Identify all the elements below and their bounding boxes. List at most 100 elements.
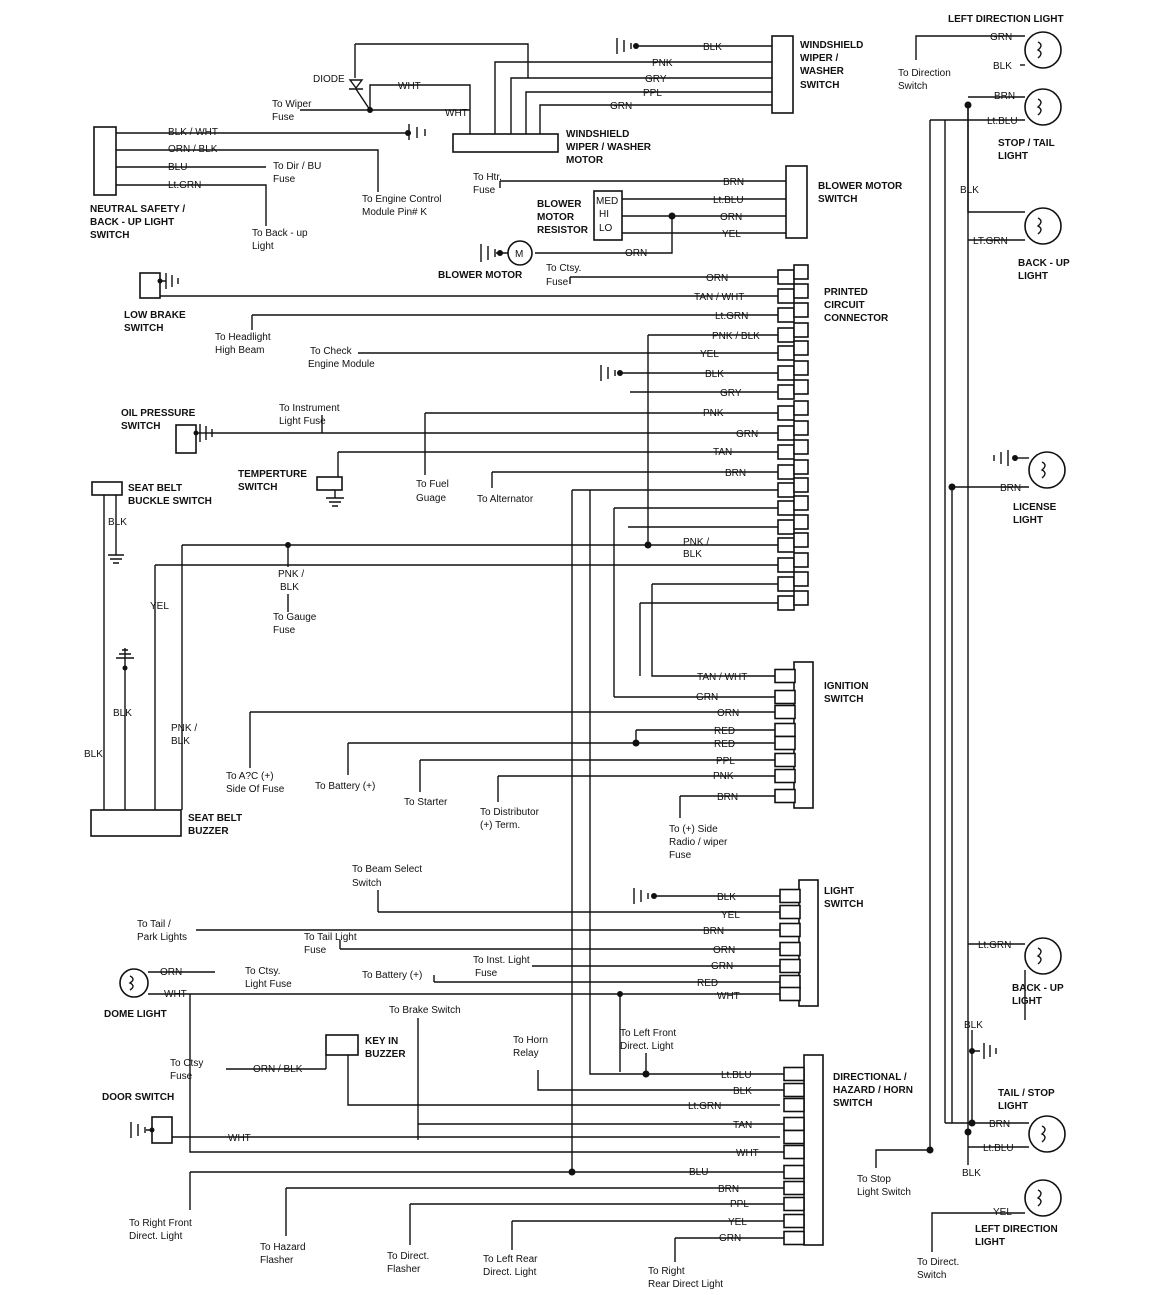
- to-battery-ls-note: To Battery (+): [362, 970, 422, 981]
- wire-label: YEL: [993, 1207, 1012, 1218]
- svg-text:Light Fuse: Light Fuse: [245, 979, 292, 990]
- connector-pin: [793, 495, 809, 511]
- key-in-buzzer-label: KEY IN: [365, 1036, 398, 1047]
- connector-pin: [793, 302, 809, 318]
- connector-pin: [777, 425, 795, 441]
- to-stop-light-switch-note: To Stop: [857, 1174, 891, 1185]
- connector-pin: [774, 735, 796, 751]
- svg-text:LIGHT: LIGHT: [998, 151, 1028, 162]
- diode-label: DIODE: [313, 74, 345, 85]
- svg-text:SWITCH: SWITCH: [833, 1098, 872, 1109]
- connector-pin: [783, 1164, 805, 1180]
- connector-pin: [793, 571, 809, 587]
- to-left-front-note: To Left Front: [620, 1028, 676, 1039]
- to-headlight-note: To Headlight: [215, 332, 271, 343]
- wire-label: RED: [697, 978, 718, 989]
- blower-motor-section: BLOWER MOTOR SWITCH To Htr. Fuse BRN Lt.…: [438, 165, 903, 281]
- connector-pin: [783, 1129, 805, 1145]
- ignition-switch-label: IGNITION: [824, 681, 868, 692]
- back-up-light-top-bulb: [1024, 207, 1062, 245]
- wire-label: Lt.GRN: [715, 311, 748, 322]
- ignition-section: IGNITION SWITCH TAN / WHT GRN ORN To A?C…: [226, 584, 868, 861]
- to-horn-relay-note: To Horn: [513, 1035, 548, 1046]
- svg-text:Flasher: Flasher: [387, 1264, 421, 1275]
- connector-pin: [793, 590, 809, 606]
- left-direction-light-bottom-label: LEFT DIRECTION: [975, 1224, 1058, 1235]
- wire-label: TAN: [733, 1120, 752, 1131]
- connector-pin: [777, 595, 795, 611]
- wire-label: PNK / BLK: [712, 331, 760, 342]
- svg-text:Radio / wiper: Radio / wiper: [669, 837, 728, 848]
- wire-label: Lt.BLU: [713, 195, 744, 206]
- to-side-radio-note: To (+) Side: [669, 824, 718, 835]
- to-instrument-light-fuse-note: To Instrument: [279, 403, 340, 414]
- wire-label: BLK: [993, 61, 1012, 72]
- svg-text:SWITCH: SWITCH: [121, 421, 160, 432]
- neutral-safety-section: NEUTRAL SAFETY / BACK - UP LIGHT SWITCH …: [90, 124, 442, 252]
- svg-text:M: M: [515, 249, 523, 260]
- left-direction-light-bottom-bulb: [1024, 1179, 1062, 1217]
- wire-label: PNK /: [683, 537, 709, 548]
- connector-pin: [793, 340, 809, 356]
- svg-text:CONNECTOR: CONNECTOR: [824, 313, 889, 324]
- blower-resistor-label: BLOWER: [537, 199, 582, 210]
- oil-pressure-label: OIL PRESSURE: [121, 408, 196, 419]
- connector-pin: [793, 322, 809, 338]
- svg-text:Rear Direct Light: Rear Direct Light: [648, 1279, 723, 1290]
- wire-label: PNK: [703, 408, 724, 419]
- wire-label: BLK: [113, 708, 132, 719]
- blower-motor-switch-label: BLOWER MOTOR: [818, 181, 903, 192]
- neutral-safety-label: NEUTRAL SAFETY /: [90, 204, 185, 215]
- wire-label: RED: [714, 726, 735, 737]
- to-ctsy-light-fuse-note: To Ctsy.: [245, 966, 280, 977]
- svg-text:(+) Term.: (+) Term.: [480, 820, 520, 831]
- wire-label: GRN: [711, 961, 733, 972]
- connector-pin: [777, 345, 795, 361]
- svg-text:SWITCH: SWITCH: [818, 194, 857, 205]
- wire-label: TAN / WHT: [697, 672, 747, 683]
- wire-label: BLK: [960, 185, 979, 196]
- connector-pin: [777, 444, 795, 460]
- to-check-engine-note: To Check: [310, 346, 353, 357]
- temperature-label: TEMPERTURE: [238, 469, 307, 480]
- wire-label: PNK /: [278, 569, 304, 580]
- wire-label: BLK: [717, 892, 736, 903]
- svg-text:HI: HI: [599, 209, 609, 220]
- to-alternator-note: To Alternator: [477, 494, 534, 505]
- connector-pin: [774, 704, 796, 720]
- wire-label: RED: [714, 739, 735, 750]
- to-tail-park-note: To Tail /: [137, 919, 171, 930]
- svg-text:Fuse: Fuse: [669, 850, 692, 861]
- windshield-wiper-washer-motor: [452, 133, 559, 153]
- stop-tail-light-top-bulb: [1024, 88, 1062, 126]
- seat-belt-buckle-switch: [91, 481, 123, 496]
- connector-pin: [777, 464, 795, 480]
- connector-pin: [793, 360, 809, 376]
- svg-text:WASHER: WASHER: [800, 66, 845, 77]
- connector-pin: [779, 888, 801, 904]
- light-switch-label: LIGHT: [824, 886, 854, 897]
- wire-label: GRN: [719, 1233, 741, 1244]
- directional-switch-label: DIRECTIONAL /: [833, 1072, 907, 1083]
- door-switch: [151, 1116, 173, 1144]
- connector-pin: [779, 941, 801, 957]
- connector-pin: [783, 1144, 805, 1160]
- low-brake-switch: [139, 272, 161, 299]
- connector-pin: [793, 459, 809, 475]
- tail-stop-light-bottom-bulb: [1028, 1115, 1066, 1153]
- windshield-motor-label: WINDSHIELD: [566, 129, 629, 140]
- wire-label: BRN: [725, 468, 746, 479]
- wire-label: WHT: [398, 81, 421, 92]
- connector-pin: [779, 986, 801, 1002]
- connector-pin: [774, 689, 796, 705]
- connector-pin: [777, 384, 795, 400]
- svg-text:BUCKLE SWITCH: BUCKLE SWITCH: [128, 496, 212, 507]
- connector-pin: [779, 922, 801, 938]
- to-right-front-note: To Right Front: [129, 1218, 192, 1229]
- connector-pin: [783, 1097, 805, 1113]
- wire-label: Lt.BLU: [987, 116, 1018, 127]
- connector-pin: [777, 288, 795, 304]
- wire-label: GRN: [610, 101, 632, 112]
- seat-belt-buckle-label: SEAT BELT: [128, 483, 182, 494]
- connector-pin: [783, 1082, 805, 1098]
